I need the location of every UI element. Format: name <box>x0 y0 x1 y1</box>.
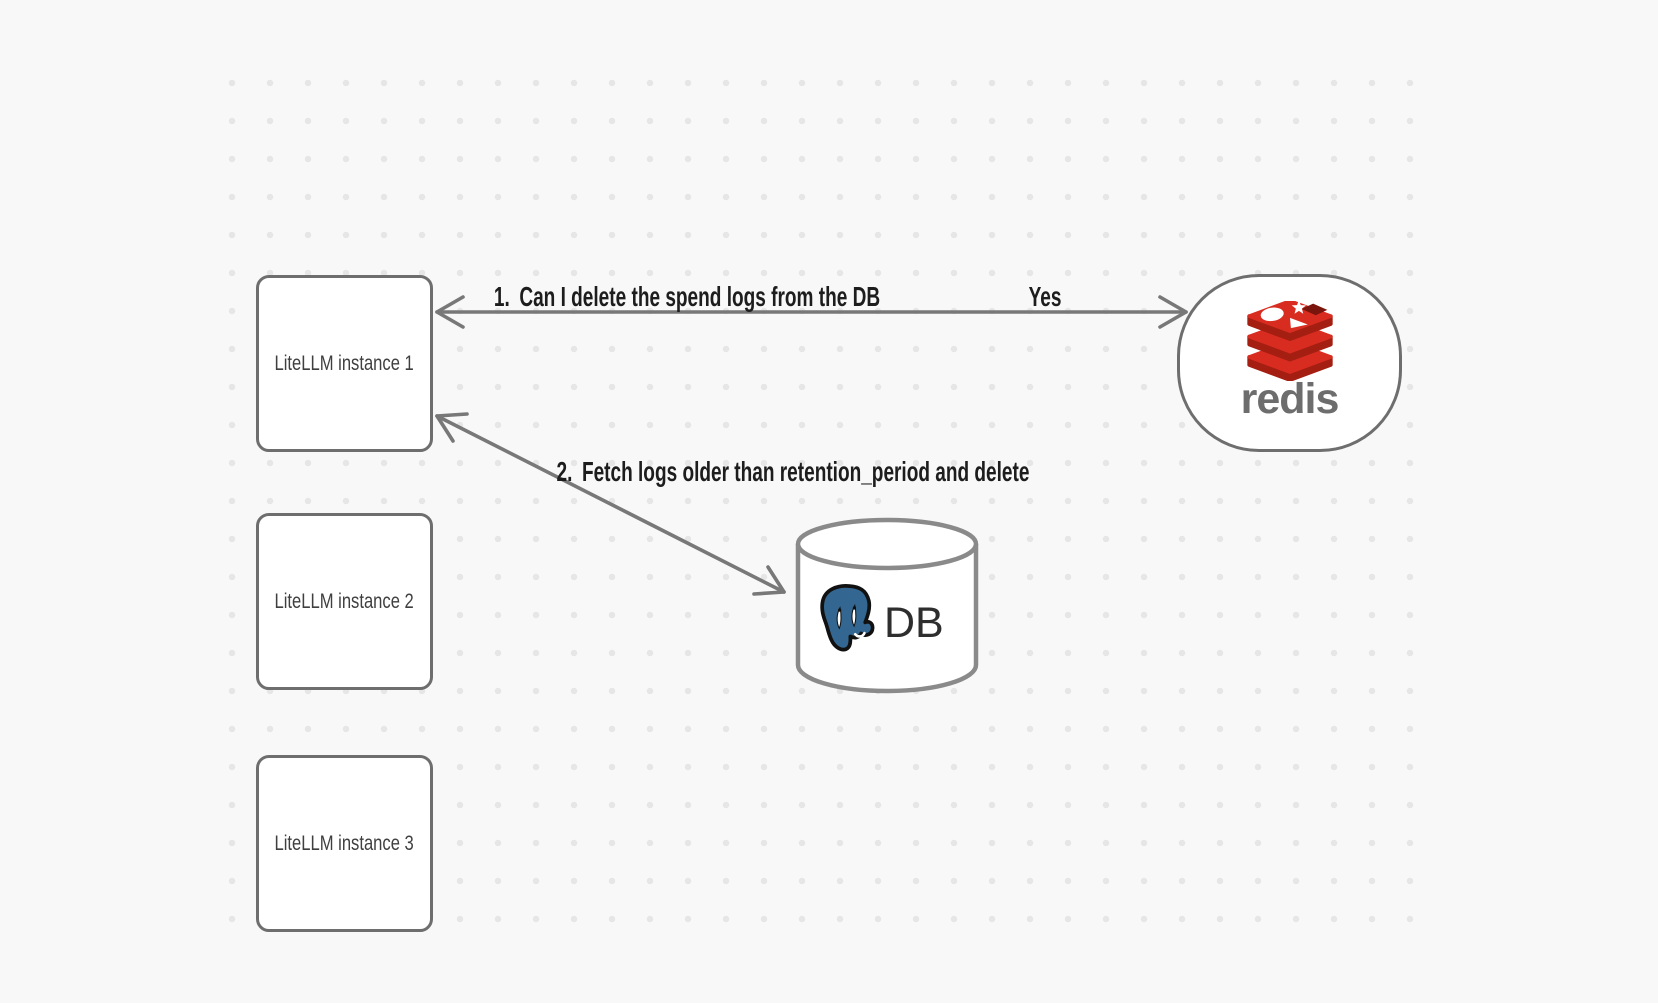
step1-number: 1. <box>493 281 510 312</box>
database-cylinder <box>795 517 979 694</box>
edge-label-step1-response: Yes <box>1021 283 1069 311</box>
postgresql-elephant-icon <box>820 584 875 652</box>
step1-response-text: Yes <box>1028 281 1062 312</box>
litellm-instance-3-label: LiteLLM instance 3 <box>274 831 415 855</box>
litellm-instance-2-label: LiteLLM instance 2 <box>274 589 415 613</box>
redis-wordmark: redis <box>1240 375 1340 423</box>
redis-node: redis <box>1177 274 1402 452</box>
litellm-instance-2-node: LiteLLM instance 2 <box>256 513 433 690</box>
litellm-instance-1-node: LiteLLM instance 1 <box>256 275 433 452</box>
step1-text: Can I delete the spend logs from the DB <box>519 281 881 312</box>
litellm-instance-1-label: LiteLLM instance 1 <box>274 351 415 375</box>
litellm-instance-3-node: LiteLLM instance 3 <box>256 755 433 932</box>
edge-label-step2: 2. Fetch logs older than retention_period… <box>445 458 1140 486</box>
step2-number: 2. <box>556 456 573 487</box>
step2-text: Fetch logs older than retention_period a… <box>581 456 1030 487</box>
redis-logo-icon <box>1246 301 1333 381</box>
edge-label-step1: 1. Can I delete the spend logs from the D… <box>403 283 971 311</box>
db-label: DB <box>884 599 944 647</box>
